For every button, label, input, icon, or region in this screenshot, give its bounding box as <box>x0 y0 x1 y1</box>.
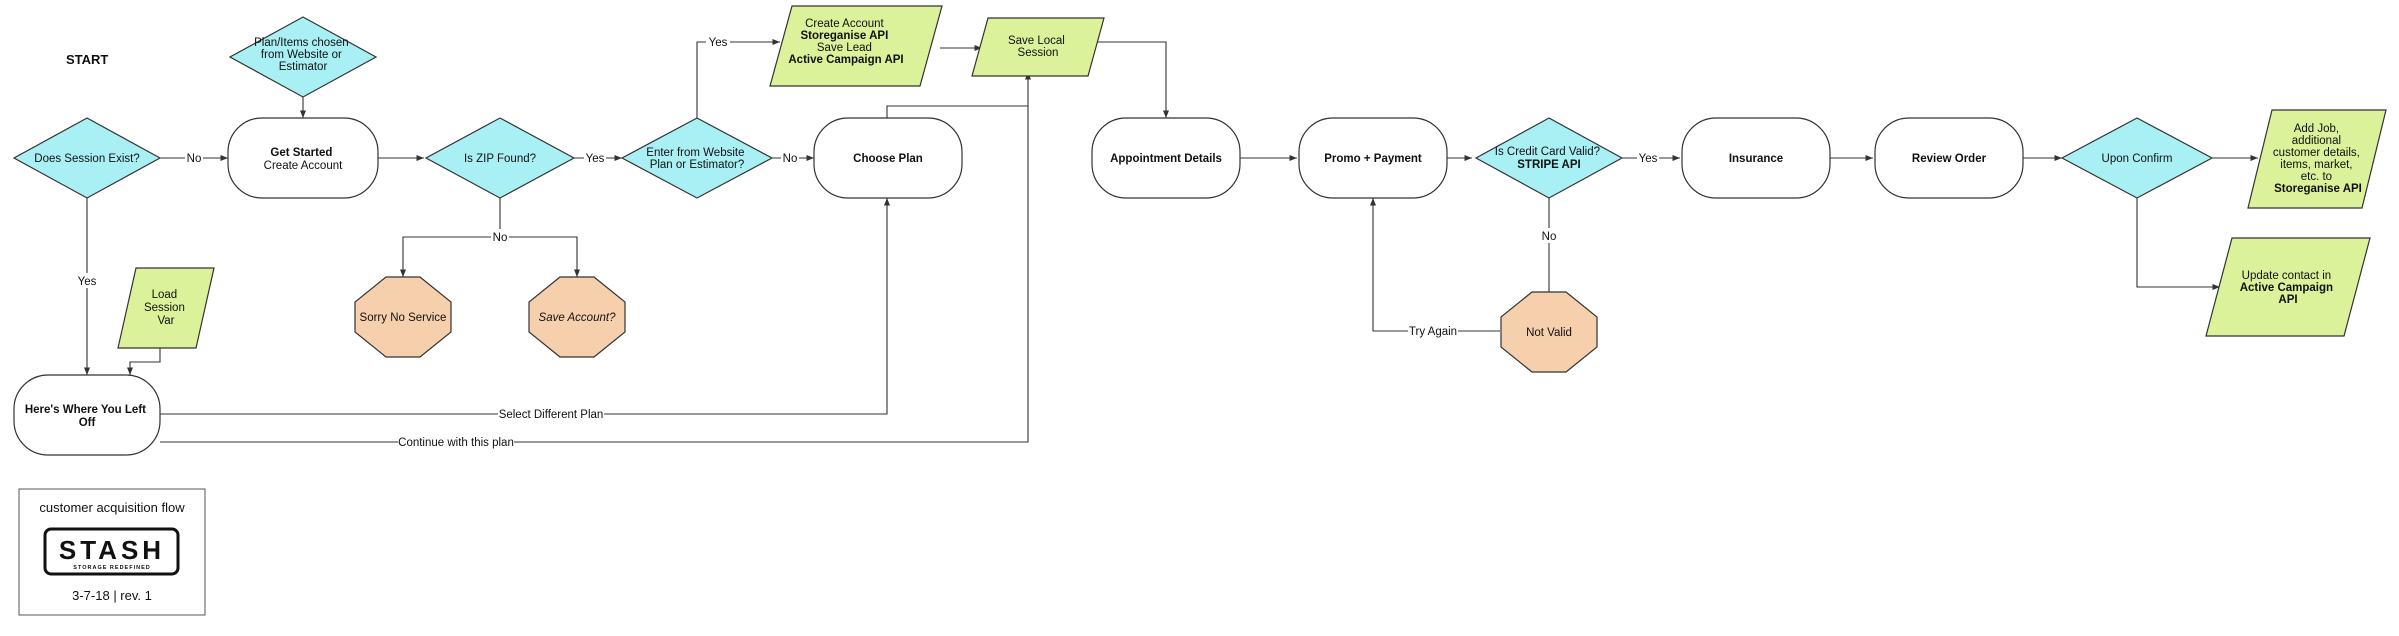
get-started-process <box>227 117 379 199</box>
left-off-process <box>13 374 161 456</box>
upon-confirm-label: Upon Confirm <box>2102 153 2173 165</box>
edge-label-yes-zip: Yes <box>586 153 605 165</box>
edge-choose-to-savelocal <box>886 105 1028 118</box>
not-valid-label: Not Valid <box>1526 327 1572 339</box>
nodes: Does Session Exist? Plan/Items chosen fr… <box>12 5 2387 456</box>
card-valid-label: Is Credit Card Valid? STRIPE API <box>1495 146 1603 171</box>
legend-title: customer acquisition flow <box>39 500 185 515</box>
plan-items-label: Plan/Items chosen from Website or Estima… <box>254 37 352 73</box>
zip-found-decision <box>424 117 576 199</box>
update-contact-label: Update contact in Active Campaign API <box>2240 270 2337 306</box>
edge-label-no-zip: No <box>493 232 508 244</box>
enter-from-decision <box>620 117 774 199</box>
session-exist-decision <box>12 117 162 199</box>
no-service-stop <box>354 276 452 358</box>
promo-process <box>1298 117 1448 199</box>
edge-label-select-plan: Select Different Plan <box>499 409 604 421</box>
update-contact-io <box>2205 237 2371 337</box>
edge-to-no-service <box>399 236 500 277</box>
add-job-io <box>2247 109 2387 209</box>
legend-box: customer acquisition flow STASH STORAGE … <box>18 488 206 616</box>
edge-label-try-again: Try Again <box>1409 326 1457 338</box>
edge-leftoff-to-choose <box>160 198 891 415</box>
no-service-label: Sorry No Service <box>360 312 447 324</box>
edges <box>83 38 2258 443</box>
edge-label-yes-session: Yes <box>78 276 97 288</box>
edge-label-no-enter: No <box>783 153 798 165</box>
save-local-label: Save Local Session <box>1008 35 1068 59</box>
enter-from-label: Enter from Website Plan or Estimator? <box>646 147 747 171</box>
choose-plan-label: Choose Plan <box>853 153 923 165</box>
edge-labels: No Yes Yes No Yes No Yes No Try Again Se… <box>77 34 1659 449</box>
insurance-label: Insurance <box>1729 153 1783 165</box>
edge-loadsession-to-leftoff <box>126 348 161 375</box>
insurance-process <box>1681 117 1831 199</box>
left-off-label: Here's Where You Left Off <box>25 404 149 429</box>
edge-label-continue-plan: Continue with this plan <box>398 437 514 449</box>
appointment-label: Appointment Details <box>1110 153 1222 165</box>
edge-label-yes-enter: Yes <box>709 37 728 49</box>
create-account-io <box>769 5 943 87</box>
promo-label: Promo + Payment <box>1324 153 1422 165</box>
start-label: START <box>66 52 108 67</box>
edge-tryagain-to-promo <box>1369 198 1500 332</box>
zip-found-label: Is ZIP Found? <box>464 153 536 165</box>
appointment-process <box>1091 117 1241 199</box>
load-session-io <box>117 267 215 349</box>
edge-label-no-session: No <box>187 153 202 165</box>
add-job-label: Add Job, additional customer details, it… <box>2273 123 2363 195</box>
edge-to-save-account <box>500 236 581 277</box>
edge-confirm-to-update <box>2136 198 2220 291</box>
stash-logo-text: STASH <box>59 535 165 565</box>
get-started-label: Get Started Create Account <box>264 147 343 172</box>
stash-logo-frame <box>43 527 180 576</box>
review-process <box>1874 117 2024 199</box>
create-account-label: Create Account Storeganise API Save Lead… <box>788 18 903 66</box>
session-exist-label: Does Session Exist? <box>34 153 139 165</box>
save-account-stop <box>528 276 626 358</box>
plan-items-decision <box>228 16 378 98</box>
stash-logo-tagline: STORAGE REDEFINED <box>73 565 150 571</box>
not-valid-stop <box>1500 291 1598 373</box>
load-session-label: Load Session Var <box>144 289 188 327</box>
edge-savelocal-to-appointment <box>1094 41 1170 118</box>
save-account-label: Save Account? <box>539 312 617 324</box>
review-label: Review Order <box>1912 153 1987 165</box>
edge-enter-yes-to-create <box>696 38 780 118</box>
legend-footer: 3-7-18 | rev. 1 <box>72 588 152 603</box>
edge-label-yes-card: Yes <box>1639 153 1658 165</box>
save-local-io <box>971 17 1105 77</box>
choose-plan-process <box>813 117 963 199</box>
edge-label-no-card: No <box>1542 231 1557 243</box>
card-valid-decision <box>1474 117 1624 199</box>
upon-confirm-decision <box>2060 117 2214 199</box>
